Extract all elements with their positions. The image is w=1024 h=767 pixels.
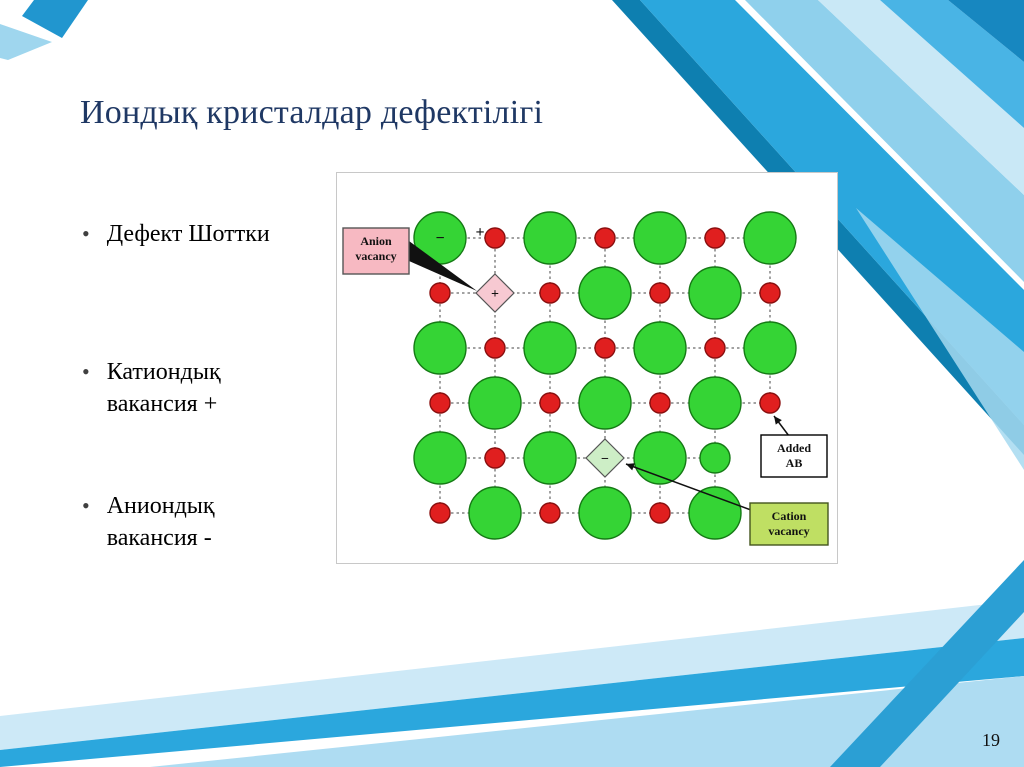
anion-vacancy-callout-pointer — [409, 241, 477, 291]
bullet-item-cation-vacancy: • Катиондық вакансия + — [82, 356, 272, 420]
cation-ion — [649, 502, 671, 524]
anion-ion — [523, 321, 577, 375]
anion-ion — [523, 431, 577, 485]
decor-shape-topright-6 — [948, 0, 1024, 62]
cation-ion — [704, 337, 726, 359]
bullet-item-schottky: • Дефект Шоттки — [82, 218, 272, 250]
page-number: 19 — [982, 730, 1000, 750]
decor-shape-topright-4 — [818, 0, 1024, 195]
anion-vacancy — [475, 273, 515, 313]
cation-ion — [649, 392, 671, 414]
anion-ion — [413, 431, 467, 485]
anion-ion — [633, 211, 687, 265]
anion-ion — [578, 266, 632, 320]
bullet-text: Катиондық вакансия + — [106, 359, 221, 417]
cation-ion — [429, 282, 451, 304]
cation-vacancy-sign: − — [601, 452, 609, 467]
ion-charge-sign: + — [475, 224, 484, 241]
added-ab-callout-box — [760, 434, 828, 478]
cation-ion — [539, 282, 561, 304]
anion-ion — [688, 376, 742, 430]
bullet-marker: • — [82, 493, 90, 518]
cation-ion — [649, 282, 671, 304]
added-ab-callout-arrowhead — [774, 416, 782, 425]
cation-vacancy-callout-text: Cation — [772, 509, 807, 523]
cation-vacancy-callout-pointer — [625, 463, 752, 511]
bullet-marker: • — [82, 221, 90, 246]
added-anion-ion — [699, 442, 731, 474]
slide-title: Иондық кристалдар дефектілігі — [80, 94, 544, 131]
cation-ion — [484, 337, 506, 359]
anion-ion — [633, 321, 687, 375]
anion-ion — [523, 211, 577, 265]
anion-ion — [578, 486, 632, 540]
anion-ion — [468, 376, 522, 430]
bullet-marker: • — [82, 359, 90, 384]
cation-ion — [429, 502, 451, 524]
anion-ion — [468, 486, 522, 540]
decor-shape-topright-5 — [880, 0, 1024, 128]
cation-ion — [759, 282, 781, 304]
anion-ion — [578, 376, 632, 430]
cation-ion — [539, 392, 561, 414]
cation-ion — [484, 447, 506, 469]
decor-shape-topleft-light — [0, 24, 52, 60]
anion-ion — [743, 321, 797, 375]
cation-vacancy-callout-arrowhead — [626, 463, 635, 471]
cation-ion — [594, 337, 616, 359]
cation-ion — [539, 502, 561, 524]
decor-shape-bottom-1 — [0, 600, 1024, 750]
cation-ion — [704, 227, 726, 249]
anion-ion — [413, 321, 467, 375]
bullet-item-anion-vacancy: • Аниондық вакансия - — [82, 490, 272, 554]
decor-shape-topright-3 — [745, 0, 1024, 282]
cation-ion — [429, 392, 451, 414]
cation-ion — [594, 227, 616, 249]
bullet-text: Дефект Шоттки — [106, 221, 270, 247]
anion-vacancy-callout-text: Anion — [360, 234, 392, 248]
cation-vacancy-callout-text: vacancy — [768, 524, 809, 538]
added-ab-callout-text: Added — [777, 441, 811, 455]
anion-ion — [688, 486, 742, 540]
decor-shape-bottom-3 — [150, 676, 1024, 767]
decor-shape-bottom-2 — [0, 638, 1024, 767]
anion-vacancy-callout-box — [342, 227, 410, 275]
anion-ion — [688, 266, 742, 320]
anion-ion — [743, 211, 797, 265]
bullet-text: Аниондық вакансия - — [106, 493, 215, 551]
decor-shape-topright-7 — [856, 208, 1024, 470]
cation-ion — [759, 392, 781, 414]
decor-shape-bottom-4 — [830, 560, 1024, 767]
cation-ion — [484, 227, 506, 249]
decor-shape-topleft-dark — [22, 0, 88, 38]
cation-vacancy — [585, 438, 625, 478]
ion-charge-sign: − — [435, 230, 444, 247]
added-ab-callout-text: AB — [786, 456, 803, 470]
cation-vacancy-callout-box — [749, 502, 829, 546]
anion-vacancy-callout-text: vacancy — [355, 249, 396, 263]
anion-vacancy-sign: + — [491, 287, 499, 302]
